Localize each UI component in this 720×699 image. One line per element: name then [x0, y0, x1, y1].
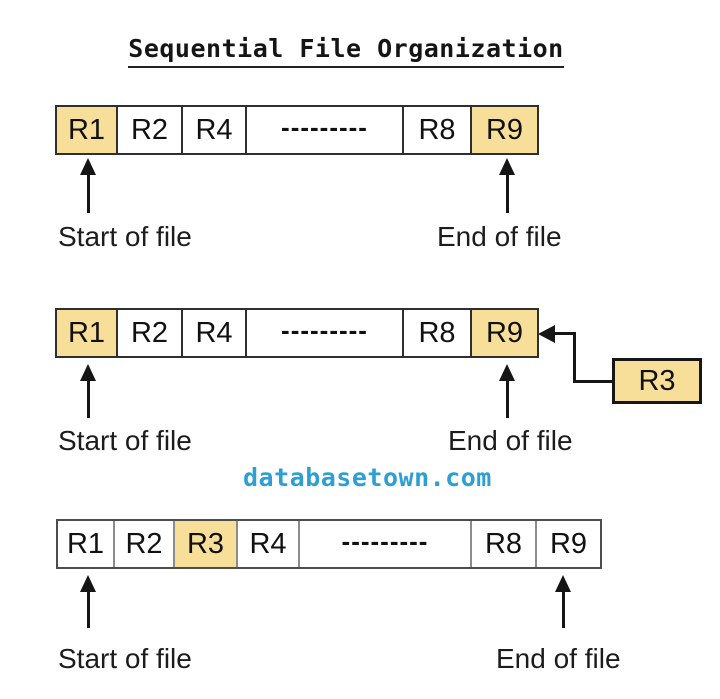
- watermark-text: databasetown.com: [243, 463, 492, 492]
- connector-line-vertical: [573, 332, 576, 383]
- record-cell-r9: R9: [537, 521, 600, 567]
- record-cell-r3: R3: [175, 521, 238, 567]
- record-cell-r2: R2: [118, 107, 183, 153]
- start-arrow-icon: [79, 158, 97, 213]
- arrow-stem: [86, 381, 90, 418]
- record-cell-r2: R2: [118, 310, 183, 356]
- record-cell-r9: R9: [472, 310, 537, 356]
- record-cell-r4: R4: [183, 310, 247, 356]
- end-arrow-icon: [554, 575, 572, 628]
- start-arrow-icon: [79, 575, 97, 628]
- connector-arrowhead-icon: [538, 325, 555, 343]
- record-cell-r1: R1: [57, 107, 118, 153]
- start-of-file-label: Start of file: [58, 643, 192, 674]
- record-cell-r8: R8: [472, 521, 537, 567]
- start-of-file-label: Start of file: [58, 425, 192, 456]
- arrowhead-icon: [80, 364, 96, 381]
- record-cell-ellipsis: ---------: [247, 107, 404, 153]
- record-cell-r2: R2: [115, 521, 175, 567]
- arrow-stem: [505, 175, 509, 213]
- start-of-file-label: Start of file: [58, 221, 192, 252]
- arrowhead-icon: [80, 575, 96, 592]
- record-cell-r4: R4: [183, 107, 247, 153]
- arrow-stem: [561, 592, 565, 628]
- connector-line-top: [554, 332, 575, 335]
- start-arrow-icon: [79, 364, 97, 418]
- end-arrow-icon: [498, 158, 516, 213]
- record-cell-ellipsis: ---------: [300, 521, 472, 567]
- file-bar-insert-pending: R1 R2 R4 --------- R8 R9: [55, 308, 539, 358]
- title-wrap: Sequential File Organization: [0, 34, 706, 68]
- end-of-file-label: End of file: [496, 643, 621, 674]
- arrowhead-icon: [499, 158, 515, 175]
- record-cell-ellipsis: ---------: [247, 310, 404, 356]
- end-arrow-icon: [498, 364, 516, 418]
- insert-record-box: R3: [612, 358, 702, 404]
- record-cell-r1: R1: [57, 310, 118, 356]
- arrow-stem: [86, 175, 90, 213]
- file-bar-after-insert: R1 R2 R3 R4 --------- R8 R9: [56, 519, 602, 569]
- page-title: Sequential File Organization: [128, 34, 564, 68]
- record-cell-r1: R1: [58, 521, 115, 567]
- record-cell-r8: R8: [404, 310, 472, 356]
- arrowhead-icon: [80, 158, 96, 175]
- record-cell-r8: R8: [404, 107, 472, 153]
- record-cell-r4: R4: [238, 521, 300, 567]
- arrowhead-icon: [555, 575, 571, 592]
- end-of-file-label: End of file: [448, 425, 573, 456]
- arrow-stem: [86, 592, 90, 628]
- connector-line-bottom: [573, 380, 613, 383]
- end-of-file-label: End of file: [437, 221, 562, 252]
- record-cell-r9: R9: [472, 107, 537, 153]
- file-bar-initial: R1 R2 R4 --------- R8 R9: [55, 105, 539, 155]
- arrow-stem: [505, 381, 509, 418]
- arrowhead-icon: [499, 364, 515, 381]
